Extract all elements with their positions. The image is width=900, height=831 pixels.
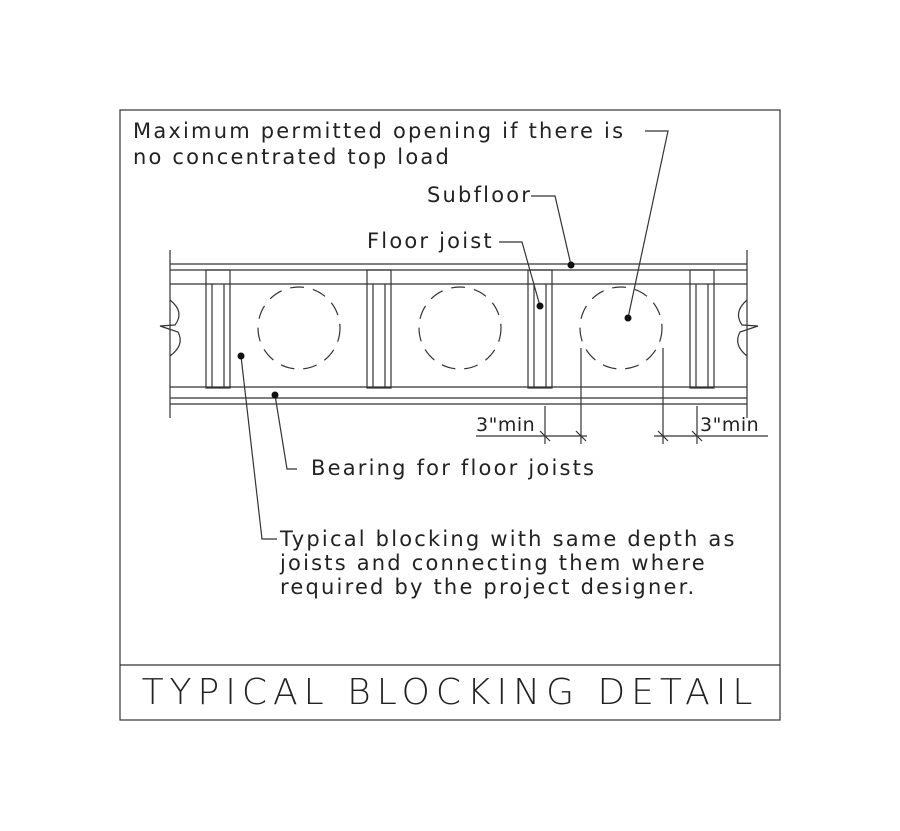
subfloor	[170, 263, 747, 271]
joist-webs	[205, 269, 715, 389]
leader-lines	[240, 130, 669, 540]
max-opening-label-line2: no concentrated top load	[133, 145, 451, 169]
bearing-label: Bearing for floor joists	[311, 456, 597, 480]
break-symbol-right	[737, 299, 759, 357]
leader-dots	[237, 261, 632, 399]
dimension-left-label: 3"min	[476, 414, 536, 436]
dimension-left	[476, 348, 587, 444]
blocking-label-line1: Typical blocking with same depth as	[280, 527, 737, 551]
blocking-label-line3: required by the project designer.	[280, 575, 697, 599]
dimension-right-label: 3"min	[700, 414, 760, 436]
bearing	[170, 397, 747, 405]
break-symbol-left	[159, 299, 181, 357]
floor-joist-chords	[170, 283, 747, 388]
floor-joist-label: Floor joist	[367, 229, 494, 253]
subfloor-label: Subfloor	[427, 183, 533, 207]
blocking-openings	[257, 286, 663, 370]
max-opening-label-line1: Maximum permitted opening if there is	[133, 119, 626, 143]
drawing-frame	[119, 109, 781, 721]
dimension-right	[654, 348, 768, 444]
drawing-title: TYPICAL BLOCKING DETAIL	[141, 672, 759, 713]
blocking-label-line2: joists and connecting them where	[280, 551, 707, 575]
